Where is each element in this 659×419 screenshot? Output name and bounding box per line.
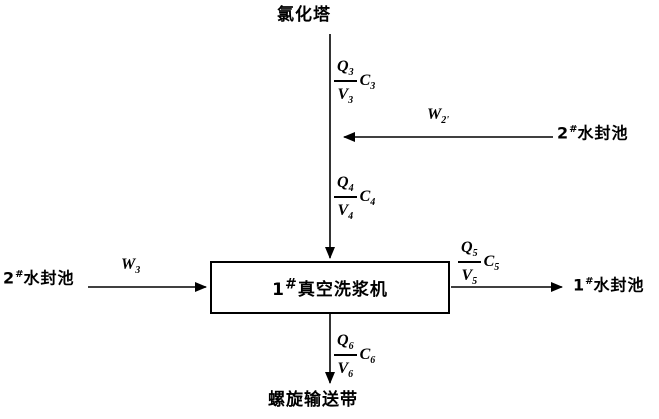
fraction-f4: Q4 V4 — [334, 172, 357, 222]
w2-symbol: W — [427, 106, 442, 123]
w2-sub: 2' — [441, 115, 450, 127]
f3-numerator: Q — [337, 58, 349, 75]
f3-conc-sub: 3 — [370, 81, 376, 93]
node-number: 2 — [3, 268, 16, 288]
node-number: 1 — [573, 275, 586, 295]
node-text: 水封池 — [593, 275, 645, 295]
f4-concentration: C — [359, 188, 371, 206]
f6-numerator: Q — [337, 332, 349, 349]
node-sup-mark: # — [585, 276, 594, 287]
node-seal-pool-1-right: 1#水封池 — [573, 276, 645, 294]
f6-den-sub: 6 — [348, 369, 354, 381]
f5-den-sub: 5 — [472, 276, 478, 288]
flow-label-w2: W2' — [427, 107, 449, 126]
f5-num-sub: 5 — [472, 248, 478, 260]
f3-concentration: C — [359, 72, 371, 90]
w3-sub: 3 — [135, 265, 141, 277]
node-screw-conveyor: 螺旋输送带 — [268, 390, 358, 410]
fraction-f3: Q3 V3 — [334, 56, 357, 106]
f4-numerator: Q — [337, 174, 349, 191]
washer-sup-mark: # — [284, 276, 298, 293]
f6-conc-sub: 6 — [370, 355, 376, 367]
flow-label-f6: Q6 V6 C6 — [334, 330, 375, 380]
fraction-f5: Q5 V5 — [458, 237, 481, 287]
w3-symbol: W — [121, 256, 136, 273]
node-sup-mark: # — [569, 124, 578, 135]
f5-denominator: V — [461, 267, 473, 285]
flow-label-f4: Q4 V4 C4 — [334, 172, 375, 222]
f4-den-sub: 4 — [348, 211, 354, 223]
node-text: 水封池 — [23, 268, 75, 288]
washer-label: 1#真空洗浆机 — [272, 275, 388, 300]
f4-num-sub: 4 — [348, 183, 354, 195]
fraction-f6: Q6 V6 — [334, 330, 357, 380]
flow-label-w3: W3 — [121, 257, 140, 276]
f6-denominator: V — [337, 360, 349, 378]
f3-denominator: V — [337, 86, 349, 104]
washer-text: 真空洗浆机 — [297, 280, 388, 300]
node-seal-pool-2-left: 2#水封池 — [3, 269, 75, 287]
washer-number: 1 — [272, 280, 285, 300]
node-sup-mark: # — [15, 269, 24, 280]
f5-numerator: Q — [461, 239, 473, 256]
f4-denominator: V — [337, 202, 349, 220]
node-chlorination-tower: 氯化塔 — [277, 5, 331, 25]
flow-label-f3: Q3 V3 C3 — [334, 56, 375, 106]
f6-num-sub: 6 — [348, 341, 354, 353]
f3-num-sub: 3 — [348, 67, 354, 79]
f6-concentration: C — [359, 346, 371, 364]
node-vacuum-washer-box: 1#真空洗浆机 — [210, 261, 450, 314]
f5-concentration: C — [483, 253, 495, 271]
f4-conc-sub: 4 — [370, 197, 376, 209]
node-text: 水封池 — [577, 123, 629, 143]
f3-den-sub: 3 — [348, 95, 354, 107]
f5-conc-sub: 5 — [494, 262, 500, 274]
node-number: 2 — [557, 123, 570, 143]
flow-label-f5: Q5 V5 C5 — [458, 237, 499, 287]
node-seal-pool-2-top: 2#水封池 — [557, 124, 629, 142]
